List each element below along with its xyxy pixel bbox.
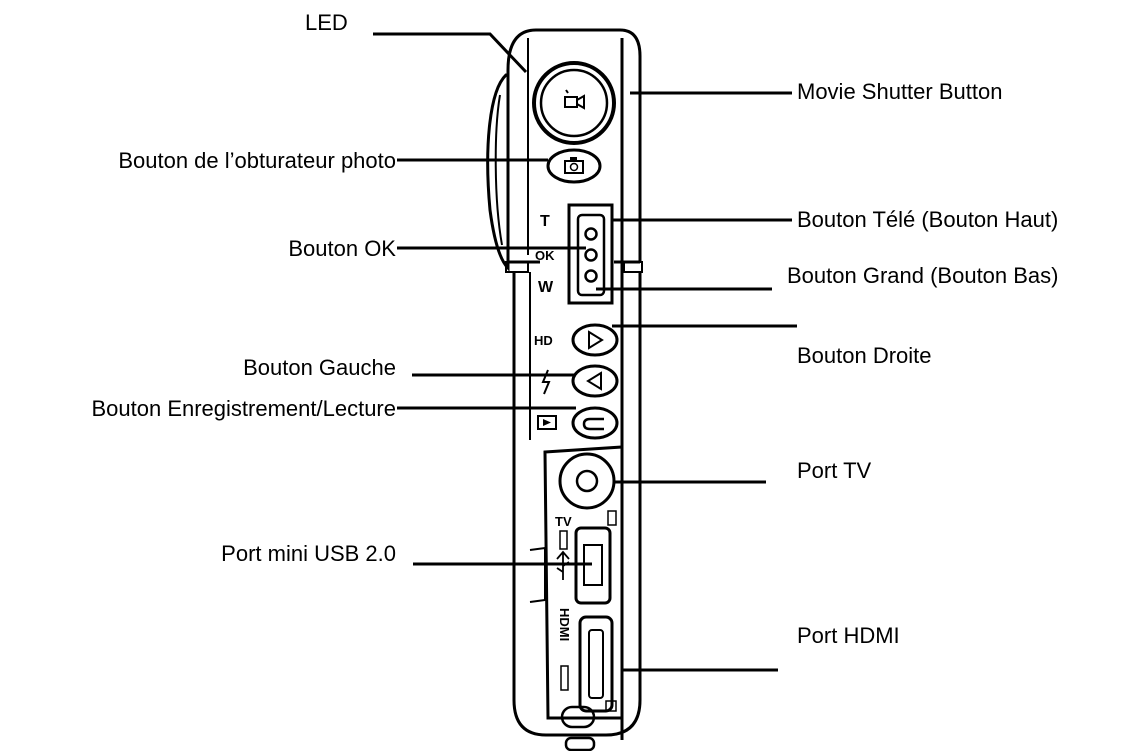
mark-hd: HD xyxy=(534,333,553,348)
hdmi-port-slot xyxy=(560,665,569,691)
lens-inner-edge xyxy=(494,94,503,246)
mark-w: W xyxy=(538,279,554,296)
label-wide-button: Bouton Grand (Bouton Bas) xyxy=(787,263,1059,288)
port-cover-hinge xyxy=(529,546,546,603)
mark-t: T xyxy=(540,213,550,230)
zoom-rocker xyxy=(576,213,606,297)
movie-camera-icon-mark xyxy=(565,89,569,94)
leader-lines xyxy=(373,32,797,672)
tv-port-slot xyxy=(559,530,568,550)
label-usb-port: Port mini USB 2.0 xyxy=(221,541,396,566)
hdmi-port-indicator xyxy=(605,700,617,712)
leader-led xyxy=(373,32,528,74)
tele-button[interactable] xyxy=(584,227,598,241)
movie-camera-icon-lens xyxy=(576,94,585,110)
right-button[interactable] xyxy=(571,323,619,357)
label-led: LED xyxy=(305,10,348,35)
tv-port-jack xyxy=(575,469,599,493)
movie-shutter-button-outer[interactable] xyxy=(532,61,616,145)
hdmi-port-inner xyxy=(588,629,604,699)
wide-button[interactable] xyxy=(584,269,598,283)
record-play-button[interactable] xyxy=(571,406,619,440)
body-lower xyxy=(512,272,642,737)
movie-camera-icon xyxy=(564,96,578,108)
triangle-left-icon xyxy=(586,371,602,391)
label-ok-button: Bouton OK xyxy=(288,236,396,261)
port-panel xyxy=(543,445,624,720)
label-record-play-button: Bouton Enregistrement/Lecture xyxy=(91,396,396,421)
label-tv-port: Port TV xyxy=(797,458,872,483)
hinge-tab-left xyxy=(505,261,529,273)
label-tele-button: Bouton Télé (Bouton Haut) xyxy=(797,207,1059,232)
label-right-button: Bouton Droite xyxy=(797,343,932,368)
label-movie-shutter-button: Movie Shutter Button xyxy=(797,79,1003,104)
label-left-button: Bouton Gauche xyxy=(243,355,396,380)
camera-icon-top xyxy=(570,157,577,161)
hinge-tab-right xyxy=(623,261,643,273)
movie-shutter-button-inner xyxy=(539,68,609,138)
mark-hdmi: HDMI xyxy=(557,608,572,641)
label-photo-shutter-button: Bouton de l’obturateur photo xyxy=(118,148,396,173)
hdmi-port[interactable] xyxy=(578,615,614,713)
photo-shutter-button[interactable] xyxy=(546,148,602,184)
zoom-rocker-frame xyxy=(567,203,614,305)
playback-mode-icon xyxy=(537,415,557,430)
usb-icon xyxy=(556,550,570,580)
playback-mode-triangle xyxy=(543,419,551,426)
triangle-right-icon xyxy=(588,330,604,350)
tv-port-indicator xyxy=(607,510,617,526)
left-button[interactable] xyxy=(571,364,619,398)
lens-housing xyxy=(486,73,510,272)
mark-tv: TV xyxy=(555,514,572,529)
ok-button[interactable] xyxy=(584,248,598,262)
mark-ok: OK xyxy=(535,248,555,263)
tv-port[interactable] xyxy=(558,452,616,510)
bottom-tab-2 xyxy=(564,736,596,751)
return-icon xyxy=(582,417,604,431)
camera-icon-lens xyxy=(569,162,579,172)
label-hdmi-port: Port HDMI xyxy=(797,623,900,648)
